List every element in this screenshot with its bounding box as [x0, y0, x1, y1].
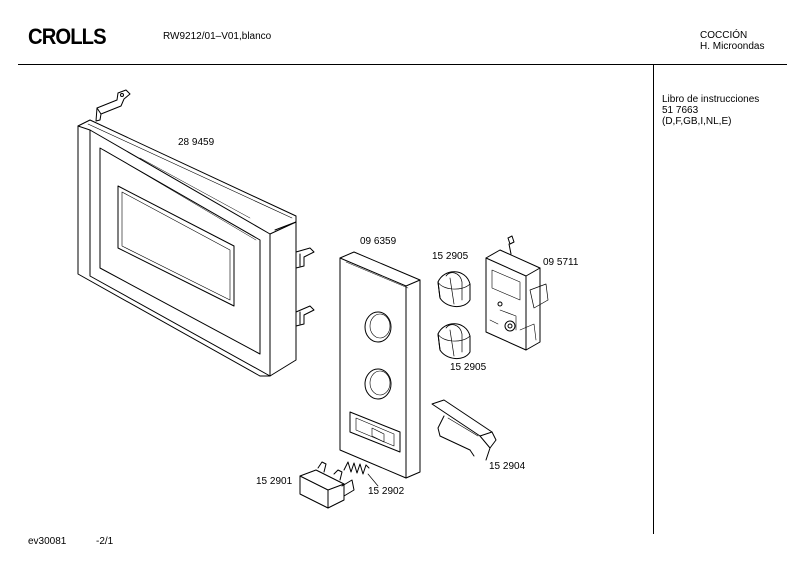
instructions-languages: (D,F,GB,I,NL,E): [662, 116, 732, 127]
instructions-number: 51 7663: [662, 105, 699, 116]
sidebar-divider: [653, 64, 654, 534]
part-label-spring: 15 2902: [368, 486, 405, 497]
instructions-title: Libro de instrucciones: [662, 94, 760, 105]
category-title: COCCIÓN: [700, 30, 748, 41]
spring-leader-line: [367, 473, 379, 487]
header-divider: [18, 64, 787, 65]
brand-logo: CROLLS: [28, 24, 107, 49]
page-number: -2/1: [96, 536, 114, 547]
instructions-note: Libro de instrucciones 51 7663 (D,F,GB,I…: [662, 94, 759, 127]
button-drawing: [299, 461, 355, 509]
part-label-button: 15 2901: [256, 476, 293, 487]
lever-drawing: [431, 399, 497, 461]
model-number: RW9212/01–V01,blanco: [163, 31, 272, 42]
knob-top-drawing: [437, 271, 471, 307]
door-drawing: [77, 89, 315, 377]
part-label-door: 28 9459: [178, 137, 215, 148]
part-label-lever: 15 2904: [489, 461, 526, 472]
spring-drawing: [343, 461, 370, 475]
part-label-panel: 09 6359: [360, 236, 397, 247]
category-block: COCCIÓN H. Microondas: [700, 30, 764, 52]
document-id: ev30081: [28, 536, 67, 547]
knob-bottom-drawing: [437, 323, 471, 359]
part-label-timer: 09 5711: [543, 257, 579, 268]
part-label-knob-top: 15 2905: [432, 251, 469, 262]
panel-drawing: [339, 251, 421, 479]
timer-drawing: [485, 235, 549, 351]
category-subtitle: H. Microondas: [700, 41, 765, 52]
part-label-knob-bottom: 15 2905: [450, 362, 487, 373]
